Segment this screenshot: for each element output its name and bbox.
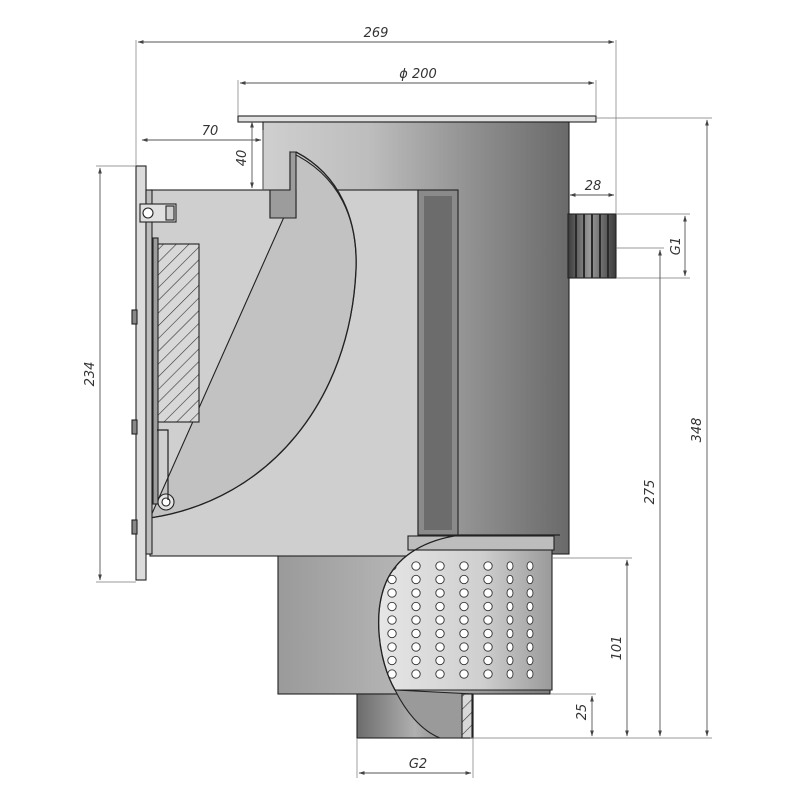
basket-hole: [387, 655, 397, 666]
basket-hole: [526, 628, 534, 639]
basket-hole: [526, 601, 534, 612]
basket-hole: [435, 642, 445, 652]
basket-hole: [411, 642, 421, 652]
dim-face-offset: 70: [202, 124, 219, 139]
weir-flap: [156, 243, 200, 423]
basket-hole: [459, 561, 469, 571]
basket-hole: [459, 615, 469, 625]
basket-hole: [483, 615, 493, 625]
dim-bottom-stub: 25: [575, 704, 590, 721]
basket-hole: [483, 561, 493, 571]
basket-hole: [459, 588, 469, 598]
basket-hole: [483, 628, 493, 639]
front-faceplate: [131, 165, 200, 581]
basket-hole: [459, 601, 469, 612]
basket-hole: [435, 615, 445, 625]
basket-hole: [506, 628, 514, 639]
basket-hole: [506, 574, 514, 585]
basket-hole: [526, 642, 534, 652]
basket-hole: [483, 574, 493, 585]
basket-hole: [411, 561, 421, 571]
dim-flange-diameter: ϕ 200: [399, 67, 437, 82]
dim-outlet-height: 275: [643, 480, 658, 505]
basket-hole: [459, 642, 469, 652]
basket-hole: [483, 669, 493, 679]
basket-hole: [506, 655, 514, 666]
basket-hole: [506, 615, 514, 625]
basket-hole: [459, 574, 469, 585]
basket-hole: [411, 669, 421, 679]
basket-hole: [459, 628, 469, 639]
basket-hole: [435, 669, 445, 679]
basket-hole: [483, 601, 493, 612]
basket-hole: [435, 561, 445, 571]
basket-hole: [387, 615, 397, 625]
basket-hole: [526, 615, 534, 625]
basket-hole: [526, 561, 534, 571]
dim-face-height: 234: [83, 362, 98, 387]
basket-hole: [526, 574, 534, 585]
basket-hole: [526, 669, 534, 679]
basket-hole: [411, 615, 421, 625]
basket-hole: [459, 669, 469, 679]
basket-hole: [526, 588, 534, 598]
basket-hole: [411, 655, 421, 666]
dim-side-thread: G1: [669, 237, 684, 255]
basket-hole: [483, 588, 493, 598]
basket-hole: [411, 601, 421, 612]
dim-basket-height: 101: [610, 636, 625, 661]
dimension-labels: 269 ϕ 200 70 40 28 G1 234 348 275 101 25…: [83, 26, 705, 772]
basket-hole: [506, 669, 514, 679]
basket-hole: [435, 601, 445, 612]
dim-opening-depth: 40: [235, 150, 250, 167]
dimension-lines: [96, 40, 712, 778]
basket-hole: [459, 655, 469, 666]
dim-overall-width: 269: [364, 26, 389, 41]
basket-hole: [506, 561, 514, 571]
side-outlet: [567, 213, 617, 279]
basket-hole: [435, 628, 445, 639]
basket-hole: [387, 588, 397, 598]
basket-hole: [526, 655, 534, 666]
basket-hole: [387, 601, 397, 612]
basket-hole: [387, 642, 397, 652]
basket-hole: [506, 588, 514, 598]
basket-hole: [411, 628, 421, 639]
basket-hole: [483, 642, 493, 652]
dim-side-outlet-offset: 28: [585, 179, 602, 194]
basket-hole: [483, 655, 493, 666]
skimmer-body: [131, 115, 617, 739]
basket-hole: [435, 655, 445, 666]
basket-hole: [411, 588, 421, 598]
basket-hole: [506, 642, 514, 652]
basket-hole: [387, 628, 397, 639]
filter-basket: [378, 534, 560, 739]
basket-hole: [411, 574, 421, 585]
basket-hole: [435, 574, 445, 585]
basket-hole: [435, 588, 445, 598]
dim-bottom-thread: G2: [409, 757, 427, 772]
top-flange: [237, 115, 597, 123]
dim-total-height: 348: [690, 418, 705, 443]
basket-hole: [506, 601, 514, 612]
